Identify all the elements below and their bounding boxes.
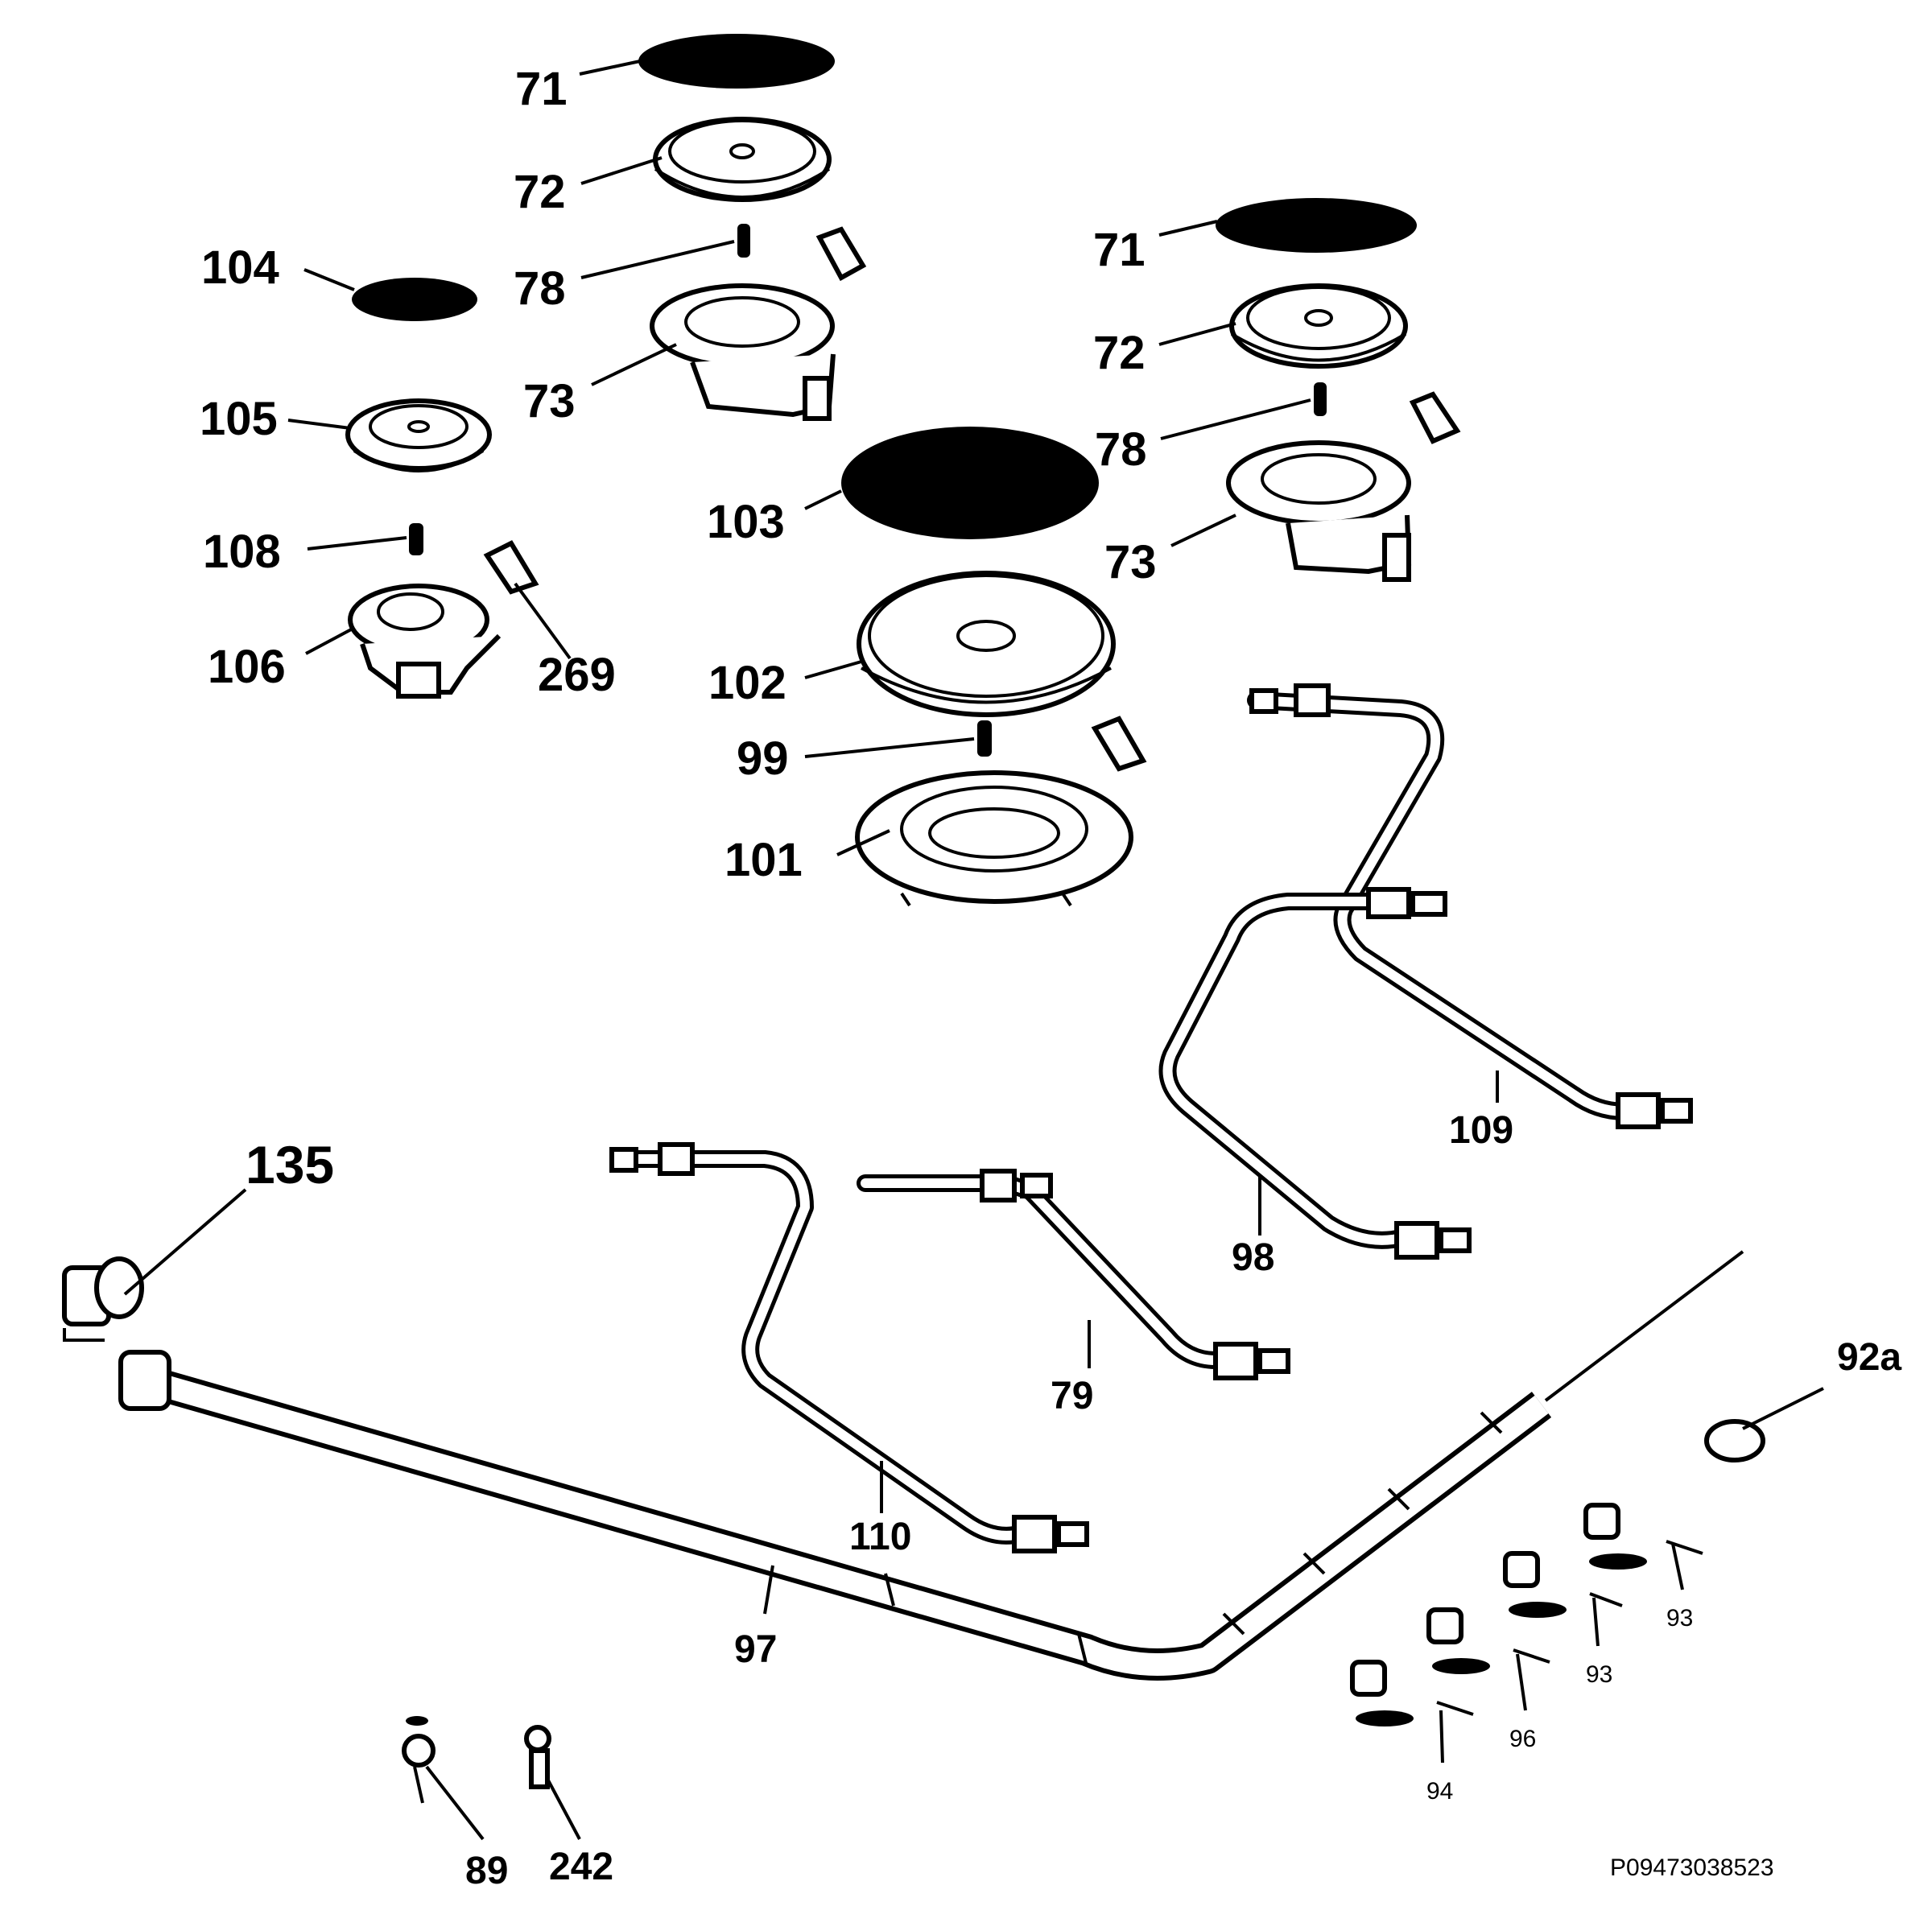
burner-base-101 — [855, 770, 1133, 907]
injector-108 — [409, 523, 423, 555]
label-78-top: 78 — [514, 262, 566, 315]
injector-99 — [977, 720, 992, 757]
burner-cap-104 — [352, 278, 477, 321]
label-99: 99 — [737, 732, 789, 785]
label-105: 105 — [200, 393, 278, 445]
burner-crown-72-right — [1229, 283, 1408, 369]
label-269: 269 — [538, 649, 616, 701]
label-72-right: 72 — [1093, 327, 1146, 379]
burner-crown-105 — [345, 398, 492, 472]
burner-group-center — [841, 427, 1147, 907]
screw-242 — [524, 1725, 551, 1789]
injector-78-right — [1314, 382, 1327, 416]
label-97: 97 — [734, 1628, 777, 1671]
label-110: 110 — [849, 1516, 911, 1558]
electrode-clip-right — [1409, 391, 1461, 444]
burner-cap-71-right — [1216, 198, 1417, 253]
valve-135 — [62, 1256, 144, 1342]
injector-78-top — [737, 224, 750, 258]
electrode-clip-center — [1091, 716, 1147, 772]
electrode-clip-269 — [483, 540, 539, 595]
label-108: 108 — [203, 526, 281, 578]
pipe-fittings — [609, 683, 1693, 1553]
label-104: 104 — [201, 241, 279, 294]
callout-labels: 71 72 78 73 104 105 108 106 269 71 72 78… — [200, 63, 1901, 1892]
burner-group-right — [1216, 198, 1461, 582]
gas-pipe-109 — [1247, 691, 1667, 1120]
gas-pipe-98 — [1158, 893, 1438, 1249]
burner-crown-72-top — [653, 117, 832, 202]
label-135: 135 — [246, 1135, 334, 1194]
tap-assembly-parts — [1350, 1503, 1703, 1726]
label-242: 242 — [549, 1846, 613, 1888]
burner-base-73-top — [650, 283, 836, 421]
label-94: 94 — [1426, 1778, 1453, 1805]
label-102: 102 — [708, 657, 786, 709]
burner-crown-102 — [857, 571, 1116, 717]
label-71-top: 71 — [515, 63, 568, 115]
burner-cap-103 — [841, 427, 1099, 539]
screw-89 — [402, 1716, 436, 1804]
label-79: 79 — [1051, 1375, 1093, 1417]
label-73-top: 73 — [523, 375, 576, 427]
label-101: 101 — [724, 834, 803, 886]
burner-group-left — [345, 278, 539, 699]
label-109: 109 — [1449, 1109, 1513, 1152]
gas-pipe-79 — [857, 1174, 1241, 1369]
electrode-clip-top — [815, 226, 867, 282]
label-103: 103 — [707, 496, 785, 548]
label-98: 98 — [1232, 1236, 1274, 1279]
burner-group-top — [638, 34, 867, 421]
label-106: 106 — [208, 641, 286, 693]
label-96: 96 — [1509, 1726, 1536, 1752]
label-78-right: 78 — [1095, 423, 1147, 476]
seal-92a — [1704, 1419, 1765, 1462]
label-93-b: 93 — [1586, 1661, 1612, 1688]
burner-base-73-right — [1226, 440, 1412, 582]
label-71-right: 71 — [1093, 224, 1146, 276]
gas-pipe-110 — [619, 1150, 1031, 1545]
burner-cap-71-top — [638, 34, 835, 89]
label-89: 89 — [465, 1850, 508, 1892]
burner-base-106 — [348, 584, 502, 699]
label-72-top: 72 — [514, 166, 566, 218]
leader-lines — [123, 60, 1824, 1841]
label-92a: 92a — [1837, 1336, 1901, 1379]
gas-rail-97 — [118, 1350, 1552, 1681]
label-93-a: 93 — [1666, 1605, 1693, 1632]
drawing-code: P09473038523 — [1610, 1854, 1774, 1881]
label-73-right: 73 — [1104, 536, 1157, 588]
